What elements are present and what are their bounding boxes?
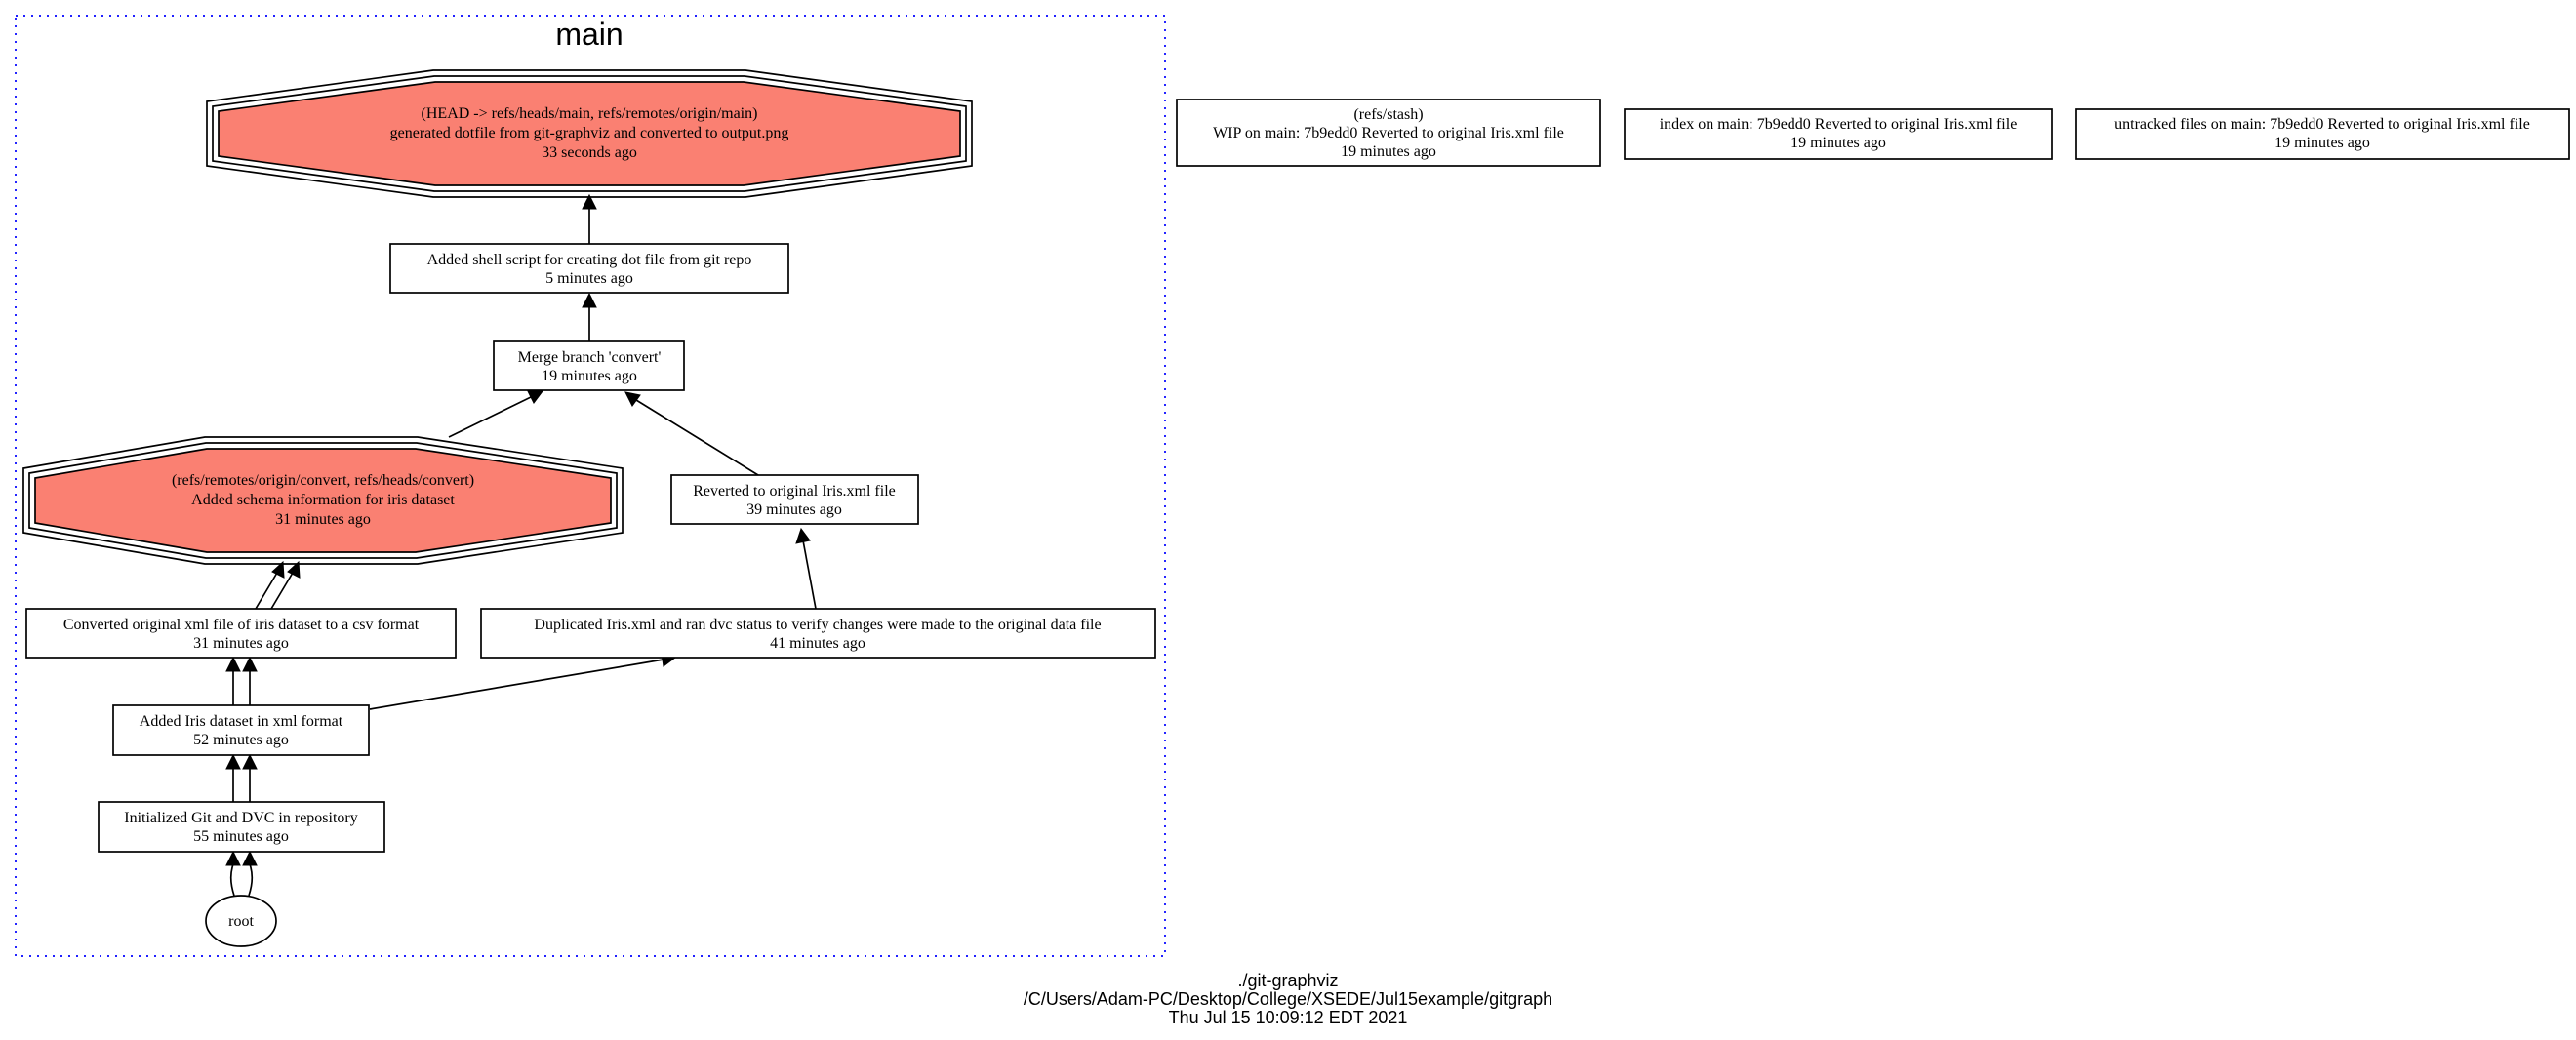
node-outline [28, 442, 618, 559]
footer-timestamp: Thu Jul 15 10:09:12 EDT 2021 [1169, 1008, 1408, 1027]
node-box [25, 608, 457, 659]
edge-arrowhead [624, 391, 641, 407]
node-label-line: Reverted to original Iris.xml file [693, 483, 896, 500]
node-label-line: Added Iris dataset in xml format [140, 713, 343, 730]
node-box [670, 474, 919, 525]
edge-arrowhead [242, 656, 258, 672]
node-label-line: Added shell script for creating dot file… [427, 252, 752, 268]
node-head-commit[interactable]: (HEAD -> refs/heads/main, refs/remotes/o… [206, 69, 973, 198]
edge-arrowhead [582, 292, 597, 308]
node-label: root [228, 913, 254, 930]
edge-arrowhead [242, 850, 258, 866]
node-root[interactable]: root [205, 895, 277, 947]
node-label-line: Initialized Git and DVC in repository [124, 810, 358, 826]
node-label-line: 39 minutes ago [746, 501, 842, 518]
node-outline [206, 69, 973, 198]
node-duplicated-commit[interactable]: Duplicated Iris.xml and ran dvc status t… [480, 608, 1156, 659]
node-box [480, 608, 1156, 659]
node-box [1624, 108, 2053, 160]
node-label-line: (refs/stash) [1353, 106, 1423, 123]
node-box [493, 340, 685, 391]
node-label-line: 19 minutes ago [1791, 135, 1886, 151]
node-octagon [218, 81, 961, 186]
edge-arrowhead [527, 390, 543, 404]
node-converted-csv-commit[interactable]: Converted original xml file of iris data… [25, 608, 457, 659]
edge-arrowhead [582, 193, 597, 210]
cluster-title: main [555, 17, 623, 52]
edges [225, 193, 817, 897]
node-octagon [34, 448, 612, 553]
node-label-line: index on main: 7b9edd0 Reverted to origi… [1660, 116, 2018, 133]
node-label-line: Duplicated Iris.xml and ran dvc status t… [534, 617, 1101, 633]
node-label-line: Converted original xml file of iris data… [63, 617, 420, 633]
node-box [2075, 108, 2570, 160]
node-label-line: (refs/remotes/origin/convert, refs/heads… [172, 472, 474, 489]
node-outline [212, 75, 967, 192]
node-label-line: 31 minutes ago [275, 511, 371, 528]
edge-root-to-init [248, 863, 254, 897]
edge-arrowhead [242, 753, 258, 770]
edge-arrowhead [271, 560, 285, 579]
node-label-line: WIP on main: 7b9edd0 Reverted to origina… [1213, 125, 1564, 141]
node-untracked[interactable]: untracked files on main: 7b9edd0 Reverte… [2075, 108, 2570, 160]
node-convert-branch-commit[interactable]: (refs/remotes/origin/convert, refs/heads… [22, 436, 624, 565]
edge-arrowhead [225, 753, 241, 770]
node-label-line: 33 seconds ago [542, 144, 637, 161]
edge-convert-to-merge [448, 396, 532, 438]
node-label-line: 19 minutes ago [542, 368, 637, 384]
node-shell-script-commit[interactable]: Added shell script for creating dot file… [389, 243, 789, 294]
edge-arrowhead [225, 656, 241, 672]
node-label-line: 41 minutes ago [770, 635, 865, 652]
node-label-line: 31 minutes ago [193, 635, 289, 652]
node-index[interactable]: index on main: 7b9edd0 Reverted to origi… [1624, 108, 2053, 160]
node-outline [22, 436, 624, 565]
node-box [389, 243, 789, 294]
node-box [112, 704, 370, 756]
edge-reverted-to-merge [635, 399, 759, 476]
node-ellipse [205, 895, 277, 947]
graph-footer: ./git-graphviz /C/Users/Adam-PC/Desktop/… [1024, 971, 1552, 1027]
node-label-line: 52 minutes ago [193, 732, 289, 748]
node-label-line: 5 minutes ago [545, 270, 633, 287]
cluster-main: main [15, 15, 1166, 957]
edge-root-to-init [229, 863, 235, 897]
node-stash[interactable]: (refs/stash) WIP on main: 7b9edd0 Revert… [1176, 99, 1601, 167]
edge-arrowhead [287, 560, 301, 579]
cluster-border [15, 15, 1166, 957]
node-merge-commit[interactable]: Merge branch 'convert' 19 minutes ago [493, 340, 685, 391]
node-label-line: Merge branch 'convert' [518, 349, 662, 366]
node-label-line: untracked files on main: 7b9edd0 Reverte… [2114, 116, 2530, 133]
edge-csv-to-convert [270, 572, 294, 610]
edge-iris-to-duplicated [369, 659, 664, 710]
edge-arrowhead [795, 527, 811, 544]
footer-path: /C/Users/Adam-PC/Desktop/College/XSEDE/J… [1024, 989, 1552, 1009]
node-label-line: 19 minutes ago [1341, 143, 1436, 160]
node-reverted-commit[interactable]: Reverted to original Iris.xml file 39 mi… [670, 474, 919, 525]
node-box [1176, 99, 1601, 167]
node-label-line: Added schema information for iris datase… [191, 492, 455, 508]
edge-csv-to-convert [255, 572, 278, 610]
edge-duplicated-to-reverted [802, 540, 817, 610]
node-label-line: 19 minutes ago [2274, 135, 2370, 151]
node-box [98, 801, 385, 853]
footer-command: ./git-graphviz [1237, 971, 1338, 990]
node-label-line: generated dotfile from git-graphviz and … [390, 125, 789, 141]
edge-arrowhead [225, 850, 241, 866]
node-added-iris-commit[interactable]: Added Iris dataset in xml format 52 minu… [112, 704, 370, 756]
node-initialized-commit[interactable]: Initialized Git and DVC in repository 55… [98, 801, 385, 853]
node-label-line: (HEAD -> refs/heads/main, refs/remotes/o… [422, 105, 758, 122]
node-label-line: 55 minutes ago [193, 828, 289, 845]
